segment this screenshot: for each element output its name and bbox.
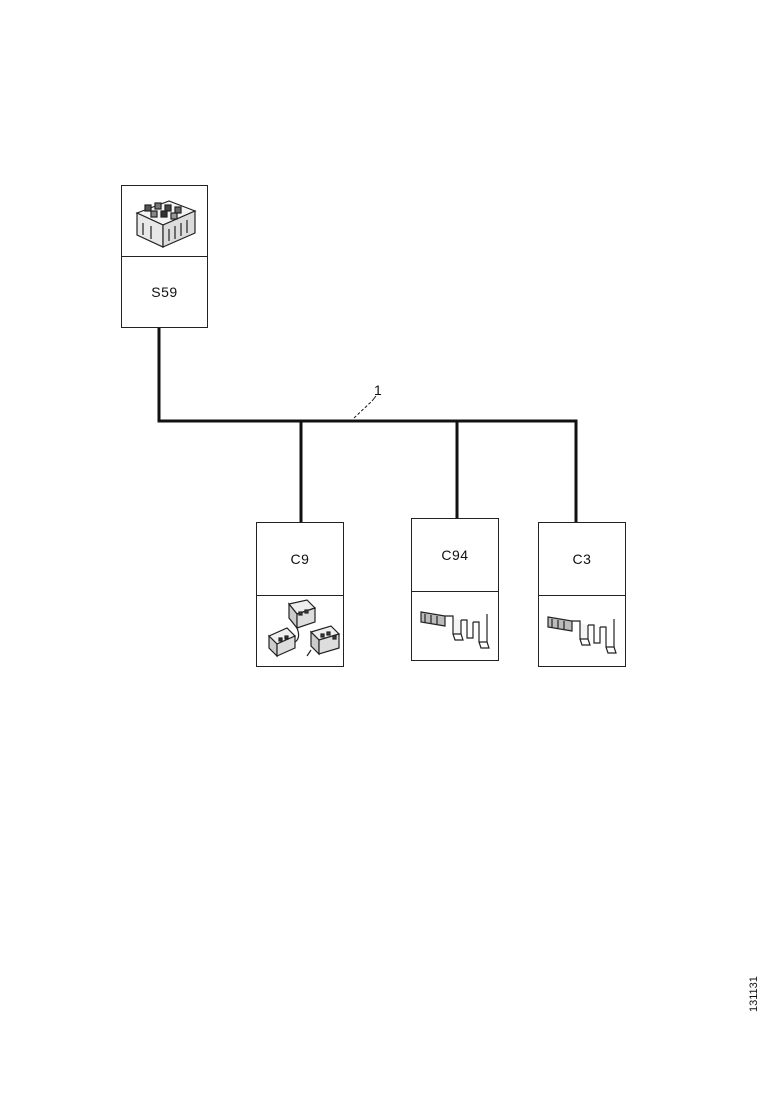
fuse-box-icon — [134, 200, 197, 248]
component-image-c3 — [539, 596, 625, 666]
component-label-cell-c9: C9 — [257, 523, 343, 595]
component-label-cell-s59: S59 — [122, 257, 207, 327]
component-label-cell-c3: C3 — [539, 523, 625, 595]
component-image-c94 — [412, 592, 498, 660]
figure-id: 131131 — [748, 976, 760, 1012]
component-image-s59 — [122, 186, 207, 256]
component-label-c9: C9 — [290, 551, 310, 567]
callout-leader — [353, 395, 377, 419]
component-label-c3: C3 — [572, 551, 592, 567]
component-box-s59[interactable]: S59 — [121, 185, 208, 328]
multi-connector-icon — [267, 599, 341, 658]
callout-number: 1 — [374, 382, 382, 398]
component-label-s59: S59 — [151, 284, 178, 300]
component-box-c3[interactable]: C3 — [538, 522, 626, 667]
component-box-c9[interactable]: C9 — [256, 522, 344, 667]
component-box-c94[interactable]: C94 — [411, 518, 499, 661]
component-image-c9 — [257, 596, 343, 666]
terminal-connector-icon — [420, 611, 490, 649]
terminal-connector-icon — [547, 616, 617, 654]
component-label-cell-c94: C94 — [412, 519, 498, 591]
component-label-c94: C94 — [441, 547, 469, 563]
